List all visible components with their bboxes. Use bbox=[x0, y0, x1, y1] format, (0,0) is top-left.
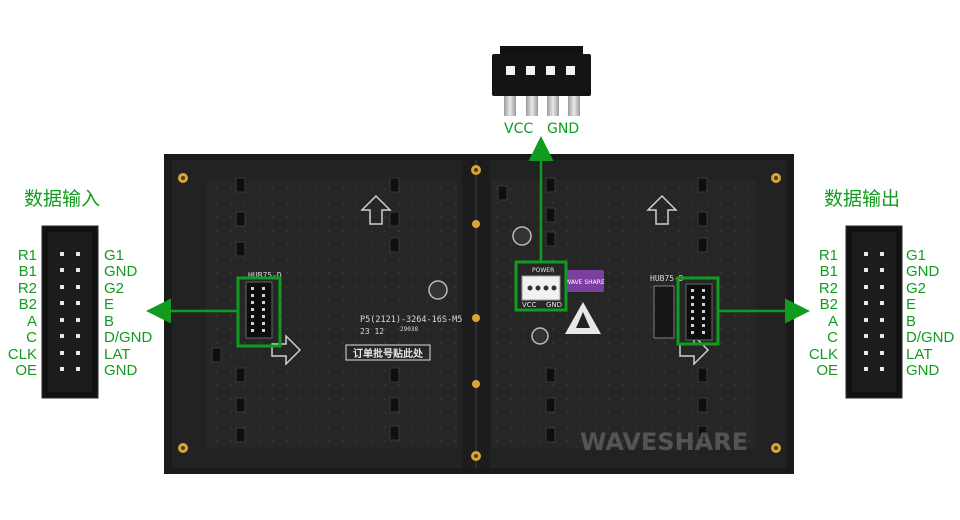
output-pin-left: A bbox=[828, 313, 838, 330]
vcc-label: VCC bbox=[504, 121, 533, 137]
input-pin-left: A bbox=[27, 313, 37, 330]
output-pin-left: CLK bbox=[809, 346, 838, 363]
board-power-vcc: VCC bbox=[522, 301, 537, 309]
power-connector bbox=[492, 46, 591, 116]
output-pin-right: B bbox=[906, 313, 916, 330]
gnd-label: GND bbox=[547, 121, 579, 137]
order-label: 订单批号贴此处 bbox=[353, 347, 424, 360]
output-connector bbox=[845, 225, 903, 399]
output-pin-left: R2 bbox=[819, 280, 838, 297]
brand-sticker bbox=[566, 270, 604, 292]
input-connector bbox=[41, 225, 99, 399]
board-hub-input-header bbox=[245, 281, 273, 339]
output-title: 数据输出 bbox=[824, 188, 900, 210]
output-pin-right: GND bbox=[906, 263, 940, 280]
board-power-label: POWER bbox=[532, 267, 554, 274]
input-title: 数据输入 bbox=[24, 188, 100, 210]
output-pin-right: LAT bbox=[906, 346, 932, 363]
input-pin-right: E bbox=[104, 296, 114, 313]
input-pin-right: LAT bbox=[104, 346, 130, 363]
output-pin-right: G1 bbox=[906, 247, 926, 264]
board-hub-output-header bbox=[653, 283, 713, 341]
input-pin-left: B1 bbox=[19, 263, 37, 280]
output-pin-right: E bbox=[906, 296, 916, 313]
output-pin-right: D/GND bbox=[906, 329, 955, 346]
model-sub: 29038 bbox=[400, 326, 418, 333]
input-pin-right: G1 bbox=[104, 247, 124, 264]
model-text: P5(2121)-3264-16S-M5 bbox=[360, 315, 462, 325]
input-pin-left: R1 bbox=[18, 247, 37, 264]
output-pin-left: B1 bbox=[820, 263, 838, 280]
input-pin-left: C bbox=[26, 329, 37, 346]
hub-label-right: HUB75-D bbox=[650, 274, 684, 283]
date-code: 23 12 bbox=[360, 327, 384, 336]
input-pin-left: CLK bbox=[8, 346, 37, 363]
output-pin-left: C bbox=[827, 329, 838, 346]
watermark: WAVESHARE bbox=[580, 428, 748, 456]
input-pin-right: G2 bbox=[104, 280, 124, 297]
output-pin-right: GND bbox=[906, 362, 940, 379]
output-pin-left: B2 bbox=[820, 296, 838, 313]
output-pin-left: OE bbox=[816, 362, 838, 379]
brand-sticker-text: WAVE SHARE bbox=[565, 279, 605, 286]
order-label-box bbox=[345, 344, 431, 361]
input-pin-left: B2 bbox=[19, 296, 37, 313]
output-pin-right: G2 bbox=[906, 280, 926, 297]
board-power-socket bbox=[521, 275, 561, 301]
input-pin-right: GND bbox=[104, 362, 138, 379]
input-pin-right: B bbox=[104, 313, 114, 330]
hub-label-left: HUB75-D bbox=[248, 271, 282, 280]
input-pin-right: D/GND bbox=[104, 329, 153, 346]
board-power-gnd: GND bbox=[546, 301, 562, 309]
output-pin-left: R1 bbox=[819, 247, 838, 264]
input-pin-left: OE bbox=[15, 362, 37, 379]
input-pin-left: R2 bbox=[18, 280, 37, 297]
input-pin-right: GND bbox=[104, 263, 138, 280]
